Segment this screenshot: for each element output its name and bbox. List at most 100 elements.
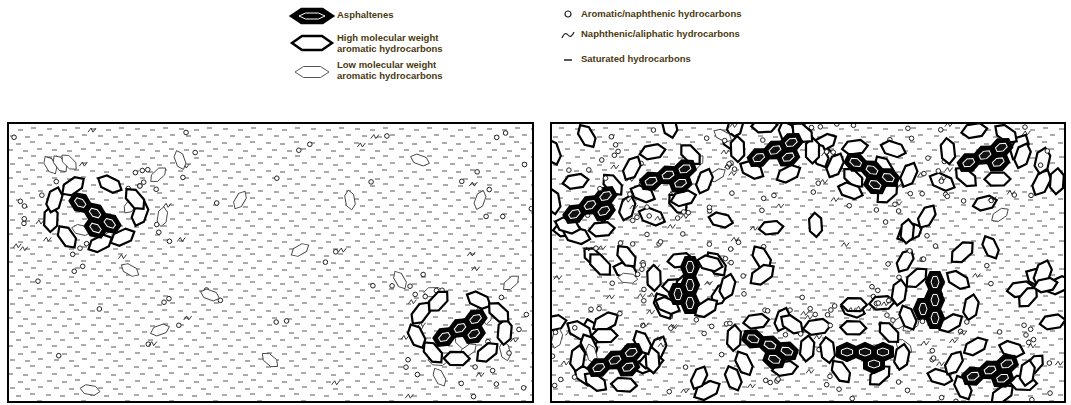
naphthenic-aliphatic [937,362,945,366]
aromatic-naphthenic [610,281,615,286]
asphaltene-ring [1000,358,1013,369]
high-mw-aromatic [875,319,902,347]
high-mw-aromatic [971,194,998,212]
asphaltene-ring [674,178,687,189]
aromatic-naphthenic [612,153,617,158]
aromatic-naphthenic [760,138,765,143]
asphaltene [587,341,648,389]
high-mw-aromatic [95,172,124,195]
high-mw-aromatic [841,298,867,311]
asphaltene-ring [785,136,798,148]
naphthenic-aliphatic [667,224,675,228]
aromatic-naphthenic [876,301,881,306]
low-mw-aromatic [199,287,221,302]
high-mw-aromatic [647,265,661,291]
low-mw-aromatic [119,261,141,279]
aromatic-naphthenic [390,284,395,289]
naphthenic-aliphatic [88,128,96,132]
asphaltene-ring [686,297,694,308]
asphaltene-ring [467,328,481,341]
high-mw-aromatic [802,318,832,336]
aromatic-naphthenic [922,171,927,176]
aromatic-naphthenic [494,382,499,387]
aromatic-naphthenic [70,252,75,257]
aromatic-naphthenic [886,262,891,267]
naphthenic-aliphatic [338,248,346,252]
high-mw-aromatic [879,139,908,159]
aromatic-naphthenic [883,220,888,225]
low-mw-aromatic [231,189,249,211]
aromatic-naphthenic [154,187,159,192]
asphaltene-ring [983,364,996,375]
aromatic-naphthenic [875,288,880,293]
legend-symbol [565,11,571,17]
naphthenic-aliphatic [831,197,839,201]
high-mw-aromatic [836,180,865,201]
aromatic-naphthenic [84,241,89,246]
aromatic-naphthenic [140,168,145,173]
aromatic-naphthenic [702,331,707,336]
legend-symbol [291,9,333,23]
high-mw-aromatic [900,219,914,244]
aromatic-naphthenic [985,263,990,268]
aromatic-naphthenic [828,374,833,379]
high-mw-aromatic [841,139,869,155]
asphaltene-ring [469,313,483,326]
naphthenic-aliphatic [988,197,996,201]
naphthenic-aliphatic [184,316,192,320]
aromatic-naphthenic [587,168,592,173]
aromatic-naphthenic [594,246,599,251]
naphthenic-aliphatic [972,273,980,277]
naphthenic-aliphatic [658,343,666,347]
high-mw-aromatic [473,339,501,365]
asphaltene-ring [73,196,87,209]
high-mw-aromatic [611,377,638,392]
naphthenic-aliphatic [1055,361,1063,365]
asphaltene-ring [608,354,621,366]
aromatic-naphthenic [722,138,727,143]
aromatic-naphthenic [553,330,558,335]
high-mw-aromatic [636,205,667,228]
aromatic-naphthenic [487,187,492,192]
aromatic-naphthenic [906,126,911,131]
panel-frame [8,123,533,402]
aromatic-naphthenic [905,388,910,393]
asphaltene-ring [746,333,759,344]
aromatic-naphthenic [597,306,602,311]
legend-symbol [292,36,332,50]
aromatic-naphthenic [371,283,376,288]
asphaltene-ring [625,346,638,358]
high-mw-aromatic [569,344,586,372]
naphthenic-aliphatic [921,341,929,345]
high-mw-aromatic [942,349,966,378]
high-mw-aromatic [444,352,470,365]
high-mw-aromatic [727,324,742,351]
aromatic-naphthenic [732,167,737,172]
asphaltene-ring [592,362,605,374]
naphthenic-aliphatic [401,335,409,339]
naphthenic-aliphatic [43,237,51,241]
asphaltene-ring [931,312,939,323]
aromatic-naphthenic [1031,337,1036,342]
asphaltene-ring [991,156,1004,168]
naphthenic-aliphatic [729,172,737,176]
legend-text: Low molecular weight aromatic hydrocarbo… [337,60,449,82]
aromatic-naphthenic [475,170,480,175]
high-mw-aromatic [731,136,745,162]
legend-text: Aromatic/naphthenic hydrocarbons [581,9,781,20]
asphaltene [563,185,624,236]
low-mw-aromatic [172,149,187,171]
aromatic-naphthenic [818,125,823,130]
low-mw-aromatic [391,269,409,291]
asphaltene-ring-outline [927,273,943,291]
aromatic-naphthenic [40,193,45,198]
aromatic-naphthenic [167,239,172,244]
high-mw-aromatic [732,349,755,378]
naphthenic-aliphatic [598,246,606,250]
aromatic-naphthenic [723,256,728,261]
aromatic-naphthenic [1024,333,1029,338]
high-mw-aromatic [758,220,784,235]
high-mw-aromatic [984,172,1010,185]
panel [551,123,1065,402]
